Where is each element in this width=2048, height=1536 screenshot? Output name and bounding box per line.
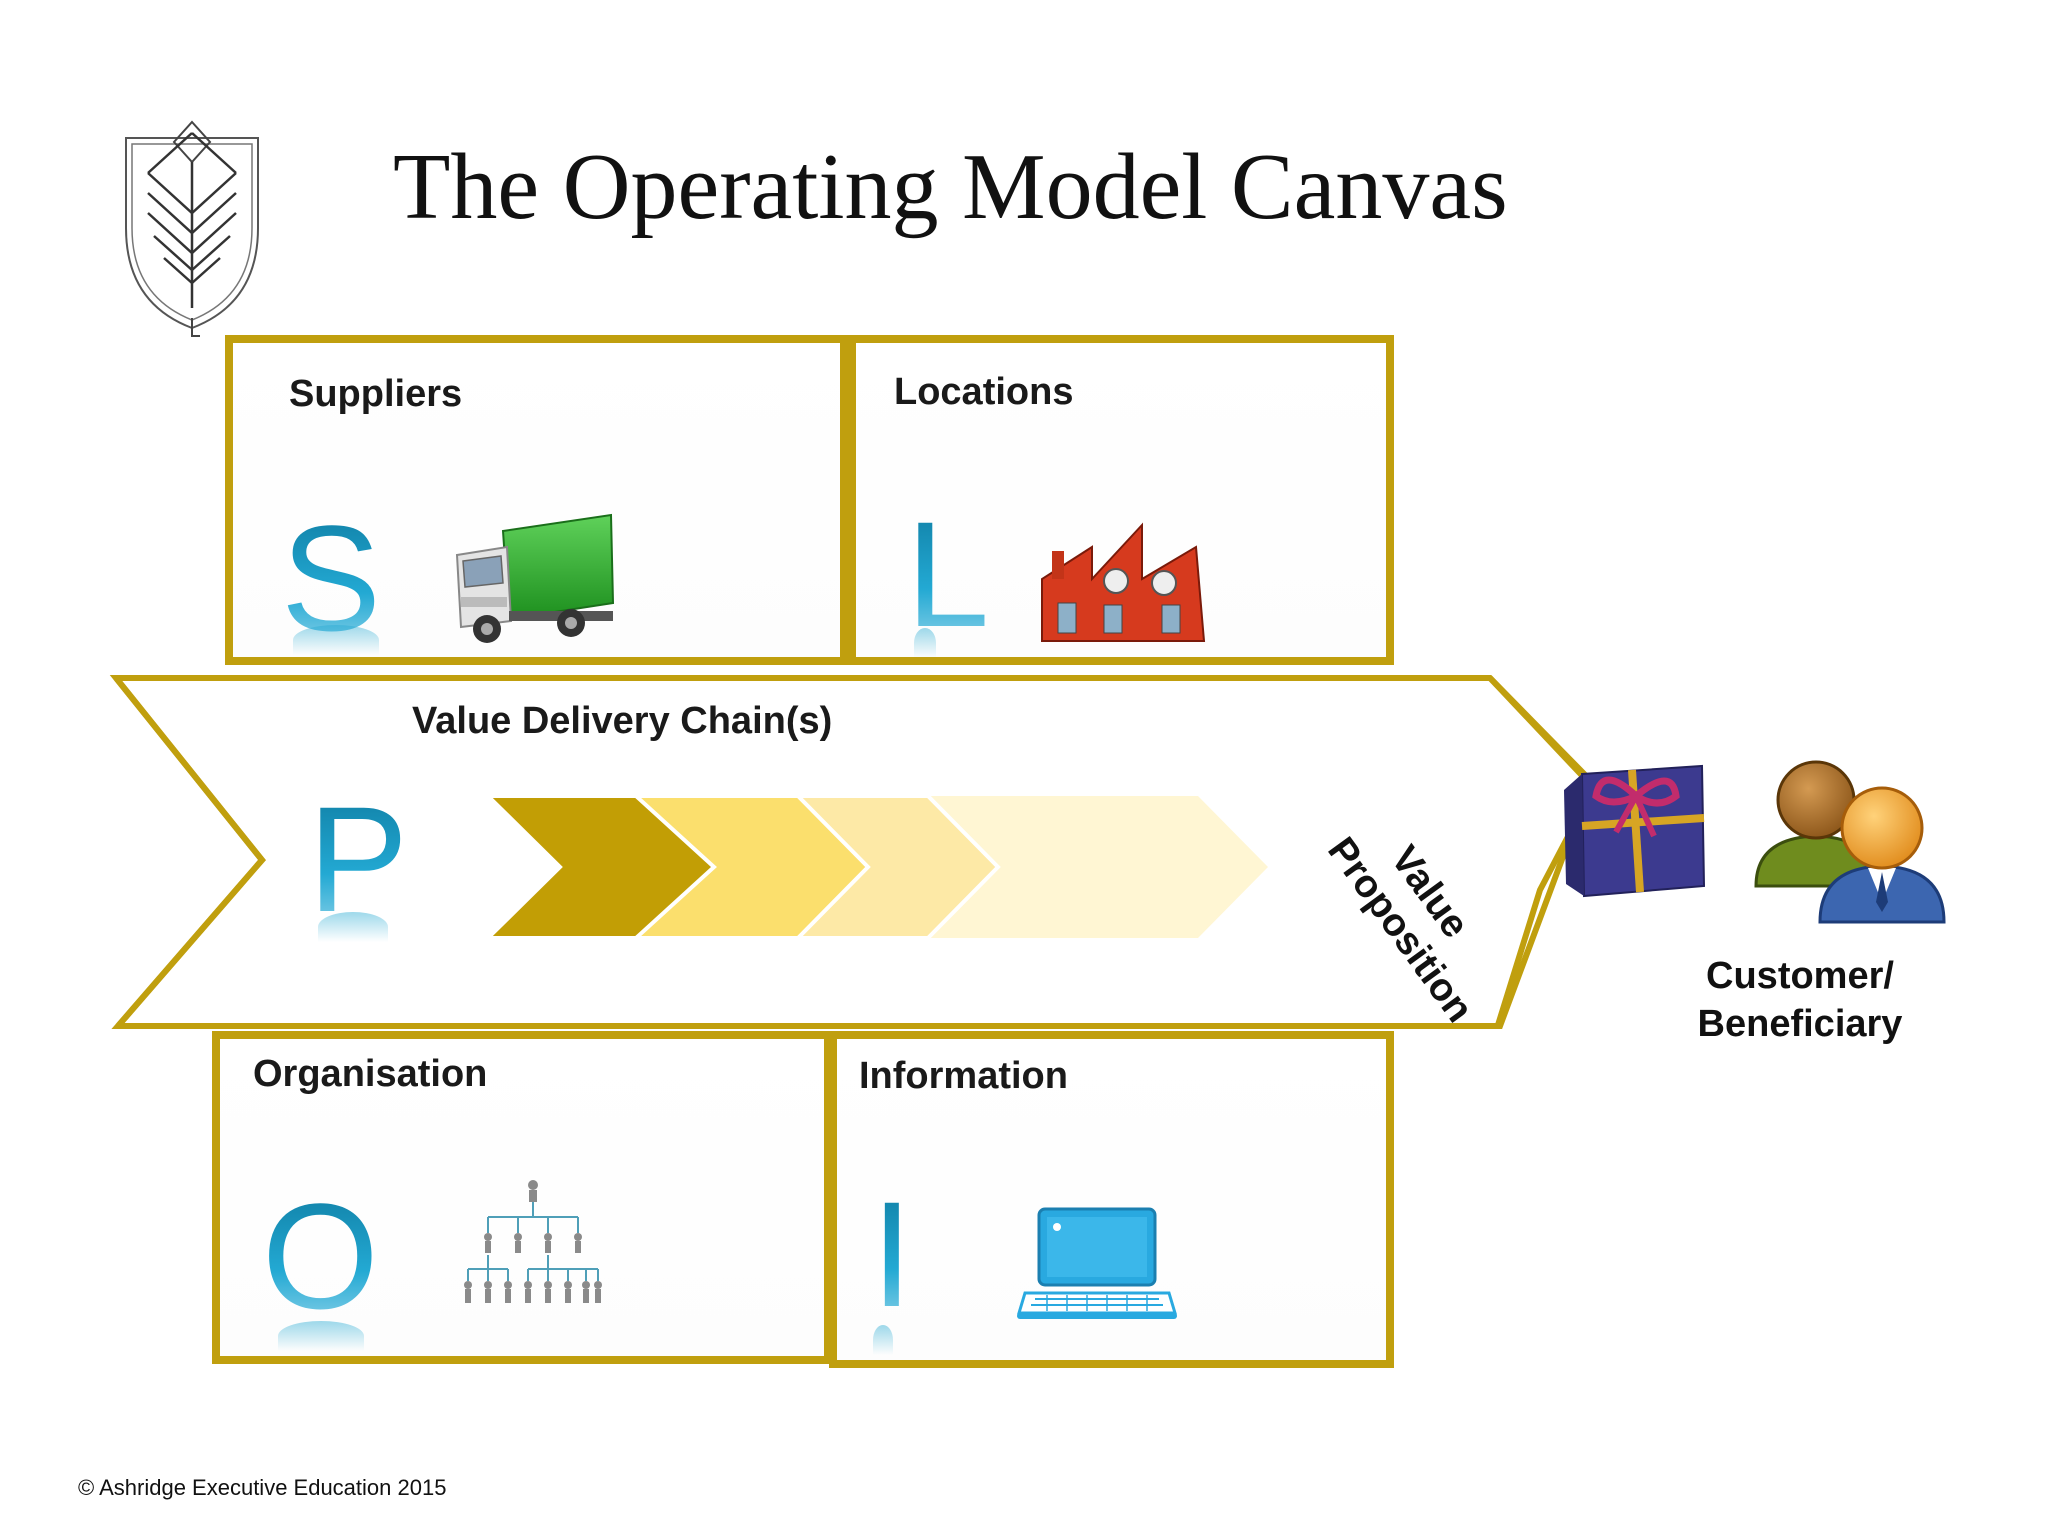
laptop-icon: [1017, 1207, 1177, 1319]
organisation-letter-reflection: [278, 1321, 364, 1351]
people-icon: [1754, 760, 1946, 924]
suppliers-letter: S: [281, 494, 382, 662]
suppliers-letter-reflection: [293, 625, 379, 655]
truck-icon: [455, 513, 615, 643]
customer-line2: Beneficiary: [1697, 1003, 1903, 1045]
org-chart-icon: [464, 1180, 602, 1303]
organisation-box: Organisation O: [212, 1031, 832, 1364]
information-label: Information: [859, 1055, 1068, 1097]
page-title: The Operating Model Canvas: [393, 135, 1508, 239]
factory-icon: [1041, 522, 1206, 642]
information-box: Information I: [829, 1031, 1394, 1368]
ashridge-logo-icon: [125, 120, 259, 337]
information-letter-reflection: [873, 1325, 893, 1355]
locations-label: Locations: [894, 371, 1074, 413]
customer-line1: Customer/: [1706, 955, 1894, 997]
chevron-steps-icon: [488, 794, 1268, 940]
suppliers-label: Suppliers: [289, 373, 463, 415]
locations-letter-reflection: [914, 628, 936, 658]
value-chain-letter: P: [308, 775, 409, 943]
copyright-text: © Ashridge Executive Education 2015: [78, 1475, 447, 1500]
locations-letter: L: [906, 490, 990, 658]
locations-box: Locations L: [848, 335, 1394, 665]
suppliers-box: Suppliers S: [225, 335, 848, 665]
value-chain-letter-reflection: [318, 912, 388, 942]
gift-icon: [1564, 764, 1706, 898]
organisation-label: Organisation: [253, 1053, 488, 1095]
value-delivery-chain-label: Value Delivery Chain(s): [412, 700, 833, 742]
organisation-letter: O: [262, 1172, 379, 1340]
customer-beneficiary-label: Customer/ Beneficiary: [1680, 952, 1920, 1048]
information-letter: I: [871, 1170, 913, 1338]
